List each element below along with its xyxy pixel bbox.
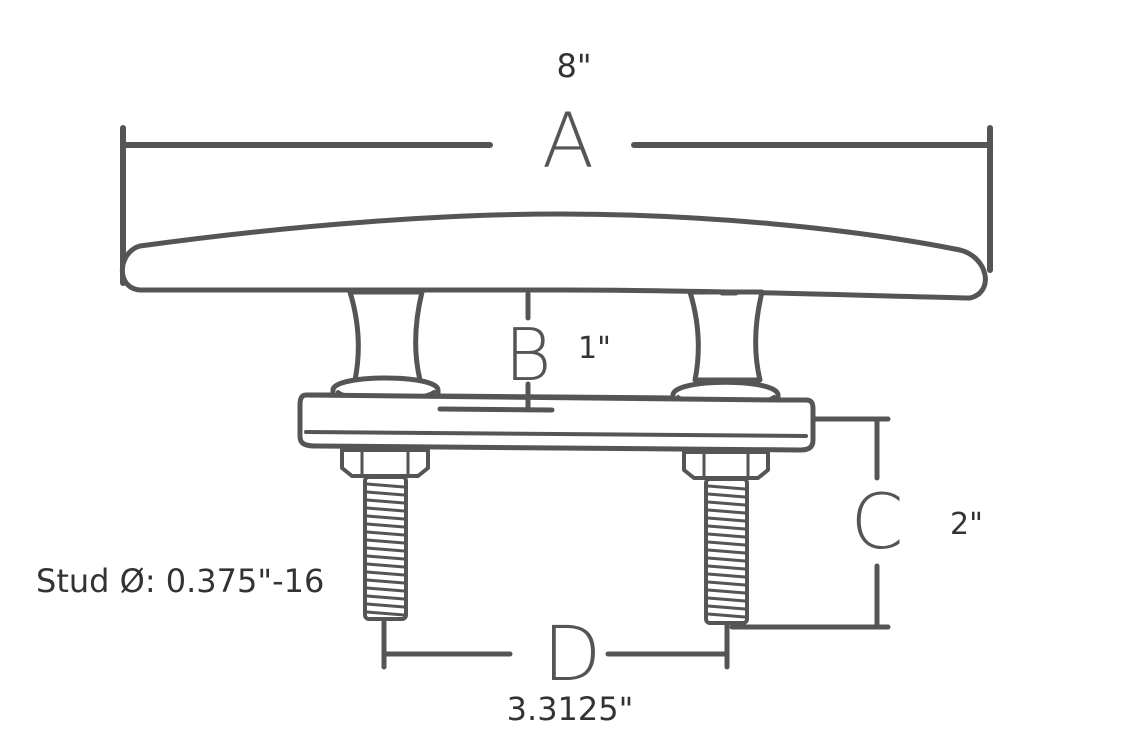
right-stud-thread — [706, 508, 747, 515]
right-stud-thread — [706, 532, 747, 539]
left-nut — [340, 448, 430, 478]
left-stud-thread — [365, 594, 406, 601]
left-stud-thread — [365, 570, 406, 577]
dimension-d-letter: D — [543, 609, 602, 698]
right-stud-thread — [706, 604, 747, 611]
left-stud-thread — [365, 586, 406, 593]
base-plate — [297, 392, 816, 453]
left-stud-thread — [365, 610, 406, 617]
left-stud-thread — [365, 538, 406, 545]
right-stud — [682, 450, 770, 625]
left-stud-thread — [365, 578, 406, 585]
left-stud-thread — [365, 506, 406, 513]
right-stud-thread — [706, 484, 747, 491]
left-stud-thread — [365, 554, 406, 561]
right-stud-thread — [706, 556, 747, 563]
right-post-body — [687, 289, 765, 383]
left-stud-thread — [365, 562, 406, 569]
dimension-a-letter: A — [542, 96, 594, 185]
right-nut — [682, 450, 770, 480]
right-stud-thread — [706, 572, 747, 579]
stud-diameter-label: Stud Ø: 0.375"-16 — [36, 562, 324, 600]
left-stud-thread — [365, 522, 406, 529]
left-stud-thread — [365, 490, 406, 497]
dimension-d-value: 3.3125" — [507, 690, 634, 728]
dimension-b-letter: B — [504, 313, 551, 397]
base-plate-top — [297, 392, 816, 453]
dimension-d: D 3.3125" — [381, 609, 730, 728]
dimension-b-base-tick — [437, 406, 555, 413]
left-stud — [340, 448, 430, 621]
cleat-horn — [119, 211, 988, 301]
left-stud-thread — [365, 482, 406, 489]
right-stud-thread — [706, 492, 747, 499]
left-stud-thread — [365, 546, 406, 553]
left-post-body — [347, 289, 425, 383]
right-stud-thread — [706, 516, 747, 523]
left-stud-thread — [365, 498, 406, 505]
left-stud-thread — [365, 530, 406, 537]
right-stud-thread — [706, 500, 747, 507]
right-stud-thread — [706, 548, 747, 555]
dimension-a: A 8" — [120, 47, 993, 286]
left-stud-thread — [365, 514, 406, 521]
dimension-c-value: 2" — [950, 507, 983, 542]
right-stud-thread — [706, 580, 747, 587]
left-stud-thread — [365, 602, 406, 609]
right-stud-thread — [706, 588, 747, 595]
dimension-c: C 2" — [729, 416, 983, 630]
right-stud-thread — [706, 540, 747, 547]
dimension-c-letter: C — [850, 477, 903, 566]
dimension-a-value: 8" — [556, 47, 591, 85]
right-stud-thread — [706, 596, 747, 603]
right-stud-thread — [706, 612, 747, 619]
right-stud-thread — [706, 524, 747, 531]
dimension-b-value: 1" — [578, 331, 611, 366]
right-stud-thread — [706, 564, 747, 571]
dimension-b: B 1" — [437, 291, 611, 413]
